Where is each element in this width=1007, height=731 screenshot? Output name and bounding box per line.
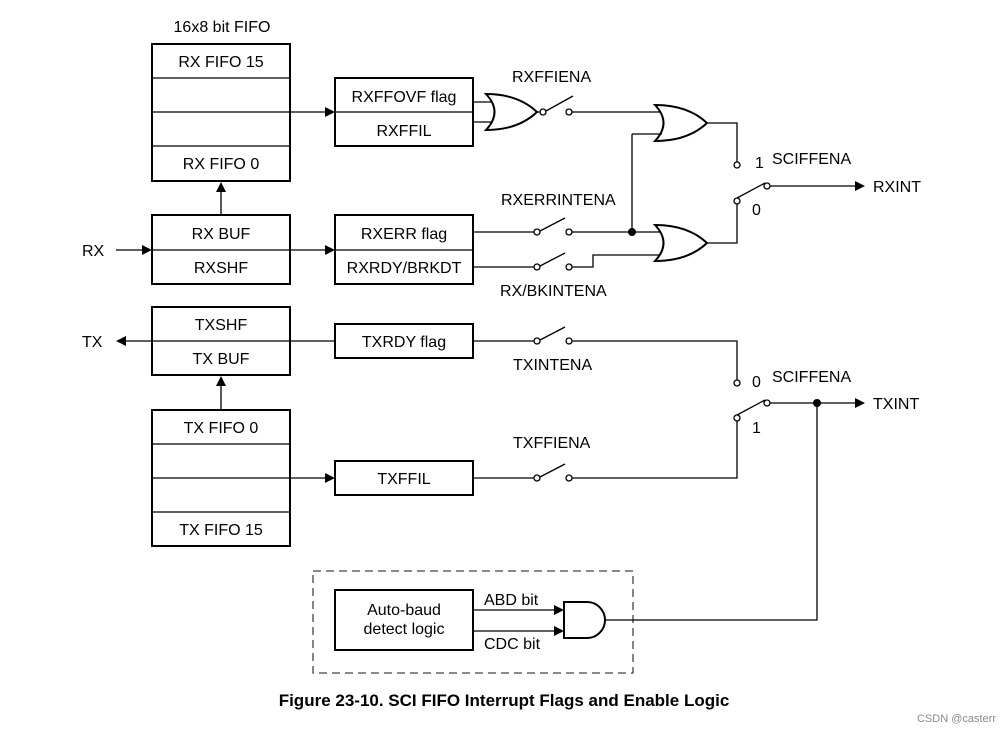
rxrdy-brkdt-label: RXRDY/BRKDT <box>347 260 462 277</box>
csdn-watermark: CSDN @casterr <box>917 713 996 725</box>
abd-arrowhead <box>554 605 564 615</box>
txffiena-to-mux-wire <box>572 421 738 479</box>
rxbuf-to-fifo-arrowhead <box>216 182 226 192</box>
txrdy-flag-block: TXRDY flag <box>334 323 474 359</box>
rxerr-junction-dot <box>628 228 636 236</box>
or-gate-upper <box>652 103 709 143</box>
txint-label: TXINT <box>873 396 919 413</box>
rx-fifo-block: RX FIFO 15 RX FIFO 0 <box>151 43 291 182</box>
rxint-arrowhead <box>855 181 865 191</box>
tx-fifo-0-label: TX FIFO 0 <box>184 420 259 437</box>
txshf-label: TXSHF <box>195 317 248 334</box>
or-gate-lower <box>652 223 709 263</box>
rxerrintena-label: RXERRINTENA <box>501 192 616 209</box>
txint-mux-switch <box>733 379 771 422</box>
txffiena-switch <box>533 463 573 482</box>
rxbkintena-to-or3-wire <box>572 254 662 268</box>
rxbkintena-switch <box>533 252 573 271</box>
rxint-mux-switch <box>733 161 771 205</box>
rx-fifo-15-label: RX FIFO 15 <box>178 54 263 71</box>
txintena-to-mux-wire <box>572 340 738 380</box>
rx-mux-sciffena-label: SCIFFENA <box>772 151 851 168</box>
or2-to-mux-wire <box>707 122 738 162</box>
txintena-label: TXINTENA <box>513 357 592 374</box>
rxffovf-flag-label: RXFFOVF flag <box>352 89 457 106</box>
abd-bit-label: ABD bit <box>484 592 539 609</box>
txintena-switch <box>533 326 573 345</box>
rx-input-arrowhead <box>142 245 152 255</box>
rxerr-rxrdy-block: RXERR flag RXRDY/BRKDT <box>334 214 474 285</box>
rxerr-flag-label: RXERR flag <box>361 226 447 243</box>
rx-mux-pos-0-label: 0 <box>752 202 761 219</box>
rx-mux-pos-1-label: 1 <box>755 155 764 172</box>
rx-fifo-0-label: RX FIFO 0 <box>183 156 260 173</box>
autobaud-dashed-region <box>312 570 634 674</box>
autobaud-to-txint-wire <box>605 403 818 621</box>
cdc-bit-label: CDC bit <box>484 636 541 653</box>
tx-mux-pos-0-label: 0 <box>752 374 761 391</box>
tx-output-arrowhead <box>116 336 126 346</box>
rxint-label: RXINT <box>873 179 921 196</box>
txffil-block: TXFFIL <box>334 460 474 496</box>
fifo-to-rxffovf-arrowhead <box>325 107 335 117</box>
rxerrintena-switch <box>533 217 573 236</box>
autobaud-logic-block: Auto-baud detect logic <box>334 589 474 651</box>
txffil-label: TXFFIL <box>377 471 430 488</box>
rxffovf-rxffil-block: RXFFOVF flag RXFFIL <box>334 77 474 147</box>
rxbkintena-label: RX/BKINTENA <box>500 283 607 300</box>
rx-buf-block: RX BUF RXSHF <box>151 214 291 285</box>
rxbuf-to-rxerr-arrowhead <box>325 245 335 255</box>
tx-mux-pos-1-label: 1 <box>752 420 761 437</box>
tx-mux-sciffena-label: SCIFFENA <box>772 369 851 386</box>
cdc-arrowhead <box>554 626 564 636</box>
txrdy-flag-label: TXRDY flag <box>362 334 446 351</box>
tx-buf-label: TX BUF <box>193 351 250 368</box>
tx-output-label: TX <box>82 334 103 351</box>
rx-input-label: RX <box>82 243 105 260</box>
rxshf-label: RXSHF <box>194 260 248 277</box>
autobaud-line2-label: detect logic <box>364 621 445 638</box>
rx-buf-label: RX BUF <box>192 226 251 243</box>
rxffil-label: RXFFIL <box>376 123 431 140</box>
rxffiena-switch <box>539 95 574 116</box>
txint-arrowhead <box>855 398 865 408</box>
tx-shf-buf-block: TXSHF TX BUF <box>151 306 291 376</box>
or3-to-mux-wire <box>707 204 738 244</box>
figure-caption: Figure 23-10. SCI FIFO Interrupt Flags a… <box>279 691 730 710</box>
rxffiena-label: RXFFIENA <box>512 69 591 86</box>
and-gate-autobaud <box>563 601 606 639</box>
txffiena-label: TXFFIENA <box>513 435 591 452</box>
or-gate-rxffovf-rxffil <box>483 92 539 132</box>
txfifo-to-txffil-arrowhead <box>325 473 335 483</box>
tx-fifo-15-label: TX FIFO 15 <box>179 522 263 539</box>
txfifo-to-txbuf-arrowhead <box>216 376 226 386</box>
tx-fifo-block: TX FIFO 0 TX FIFO 15 <box>151 409 291 547</box>
autobaud-line1-label: Auto-baud <box>367 602 441 619</box>
fifo-header-label: 16x8 bit FIFO <box>174 19 271 36</box>
